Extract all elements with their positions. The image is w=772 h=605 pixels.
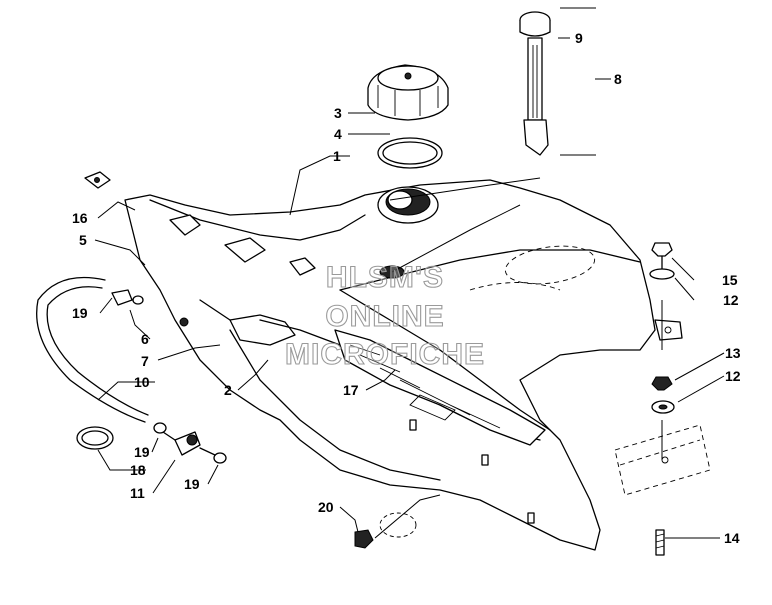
callout-15: 15 <box>722 272 738 288</box>
watermark-line-3: MICROFICHE <box>285 338 485 371</box>
watermark-line-1: HLSM'S <box>326 261 444 294</box>
fuel-filter <box>159 429 216 456</box>
fuel-hose <box>36 276 149 423</box>
nut-13 <box>651 376 675 414</box>
bolt-15 <box>649 242 675 280</box>
callout-6: 6 <box>141 331 149 347</box>
vent-bracket <box>84 171 111 189</box>
callout-7: 7 <box>141 353 149 369</box>
callout-12-upper: 12 <box>723 292 739 308</box>
watermark-line-2: ONLINE <box>325 300 444 333</box>
callout-19-right: 19 <box>184 476 200 492</box>
callout-labels: 1 2 3 4 5 6 7 8 9 10 11 12 12 13 14 15 1… <box>72 30 741 546</box>
watermark: HLSM'S ONLINE MICROFICHE <box>284 260 485 371</box>
callout-8: 8 <box>614 71 622 87</box>
fitting-19-top <box>111 289 144 306</box>
callout-4: 4 <box>334 126 342 142</box>
callout-19-top: 19 <box>72 305 88 321</box>
callout-1: 1 <box>333 148 341 164</box>
callout-20: 20 <box>318 499 334 515</box>
callout-5: 5 <box>79 232 87 248</box>
nut-20 <box>354 512 417 549</box>
callout-3: 3 <box>334 105 342 121</box>
gas-cap <box>367 64 449 121</box>
callout-10: 10 <box>134 374 150 390</box>
fuel-gauge-sender <box>519 11 551 156</box>
callout-13: 13 <box>725 345 741 361</box>
callout-14: 14 <box>724 530 740 546</box>
callout-16: 16 <box>72 210 88 226</box>
clamp-19-right <box>213 452 227 464</box>
leader-lines <box>94 7 725 539</box>
callout-18: 18 <box>130 462 146 478</box>
callout-9: 9 <box>575 30 583 46</box>
fuel-tank-body <box>124 179 683 551</box>
gasket <box>377 137 443 169</box>
hose-clamp <box>76 426 114 450</box>
callout-2: 2 <box>224 382 232 398</box>
callout-11: 11 <box>130 485 145 501</box>
clamp-19-left <box>153 422 167 434</box>
callout-12-lower: 12 <box>725 368 741 384</box>
callout-17: 17 <box>343 382 359 398</box>
callout-19-middle: 19 <box>134 444 150 460</box>
bolt-14 <box>655 529 665 556</box>
